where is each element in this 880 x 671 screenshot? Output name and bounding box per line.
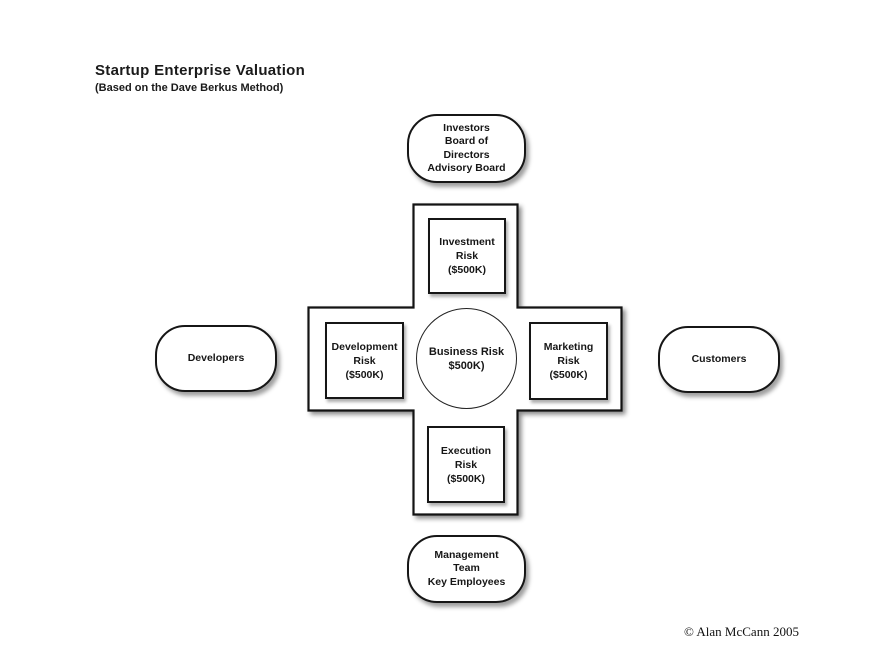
- stadium-developers: Developers: [155, 325, 277, 392]
- stadium-management: Management Team Key Employees: [407, 535, 526, 603]
- box-line: Risk: [454, 458, 478, 471]
- marketing-risk-box: Marketing Risk ($500K): [529, 322, 608, 400]
- box-line: Development: [331, 340, 398, 353]
- box-line: ($500K): [448, 264, 486, 276]
- business-risk-circle: Business Risk $500K): [416, 308, 517, 409]
- box-line: ($500K): [447, 472, 485, 485]
- box-line: Risk: [557, 355, 580, 367]
- box-line: Risk: [353, 354, 376, 367]
- page-title: Startup Enterprise Valuation: [95, 62, 306, 79]
- stadium-line: Developers: [187, 351, 245, 364]
- box-line: ($500K): [345, 368, 384, 381]
- stadium-line: Board of: [444, 135, 489, 147]
- box-line: ($500K): [549, 369, 588, 381]
- stadium-line: Customers: [691, 352, 747, 365]
- development-risk-box: Development Risk ($500K): [325, 322, 404, 399]
- page-subtitle: (Based on the Dave Berkus Method): [95, 82, 284, 94]
- stadium-line: Investors: [443, 121, 490, 134]
- stadium-line: Team: [453, 562, 480, 575]
- title-block: Startup Enterprise Valuation (Based on t…: [95, 62, 305, 94]
- box-line: Marketing: [543, 341, 594, 353]
- circle-line: Business Risk: [428, 345, 505, 358]
- box-line: Investment: [439, 236, 495, 248]
- execution-risk-box: Execution Risk ($500K): [427, 426, 505, 503]
- investment-risk-box: Investment Risk ($500K): [428, 218, 506, 294]
- stadium-line: Directors: [443, 148, 490, 161]
- stadium-investors: Investors Board of Directors Advisory Bo…: [407, 114, 526, 183]
- stadium-line: Advisory Board: [427, 162, 506, 174]
- circle-line: $500K): [448, 359, 485, 372]
- box-line: Execution: [440, 444, 492, 457]
- copyright-text: © Alan McCann 2005: [684, 624, 799, 639]
- stadium-customers: Customers: [658, 326, 780, 393]
- box-line: Risk: [455, 250, 479, 262]
- stadium-line: Key Employees: [427, 575, 506, 588]
- stadium-line: Management: [434, 548, 499, 561]
